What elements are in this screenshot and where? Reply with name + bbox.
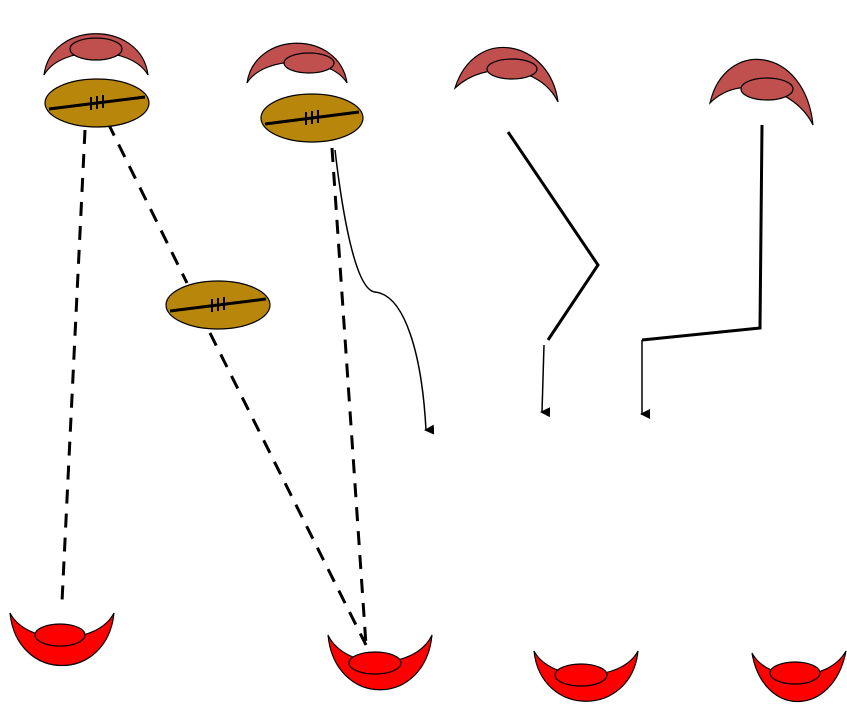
player-bottom-icon: [9, 612, 115, 667]
football-icon: [44, 78, 150, 128]
player-top-icon: [453, 47, 559, 103]
player-bottom-icon: [533, 650, 639, 702]
football-icon: [260, 93, 364, 143]
run-line: [641, 124, 764, 342]
player-top-icon: [43, 33, 149, 76]
run-line: [506, 131, 600, 341]
player-bottom-icon: [327, 634, 433, 691]
pass-line: [330, 147, 368, 646]
football-icon: [165, 280, 271, 330]
pass-line: [208, 332, 368, 646]
pass-line: [60, 129, 87, 603]
player-top-icon: [246, 42, 348, 84]
run-line: [334, 149, 435, 435]
player-bottom-icon: [751, 650, 847, 702]
player-top-icon: [708, 58, 814, 126]
run-line: [540, 344, 551, 418]
pass-line: [106, 122, 189, 284]
